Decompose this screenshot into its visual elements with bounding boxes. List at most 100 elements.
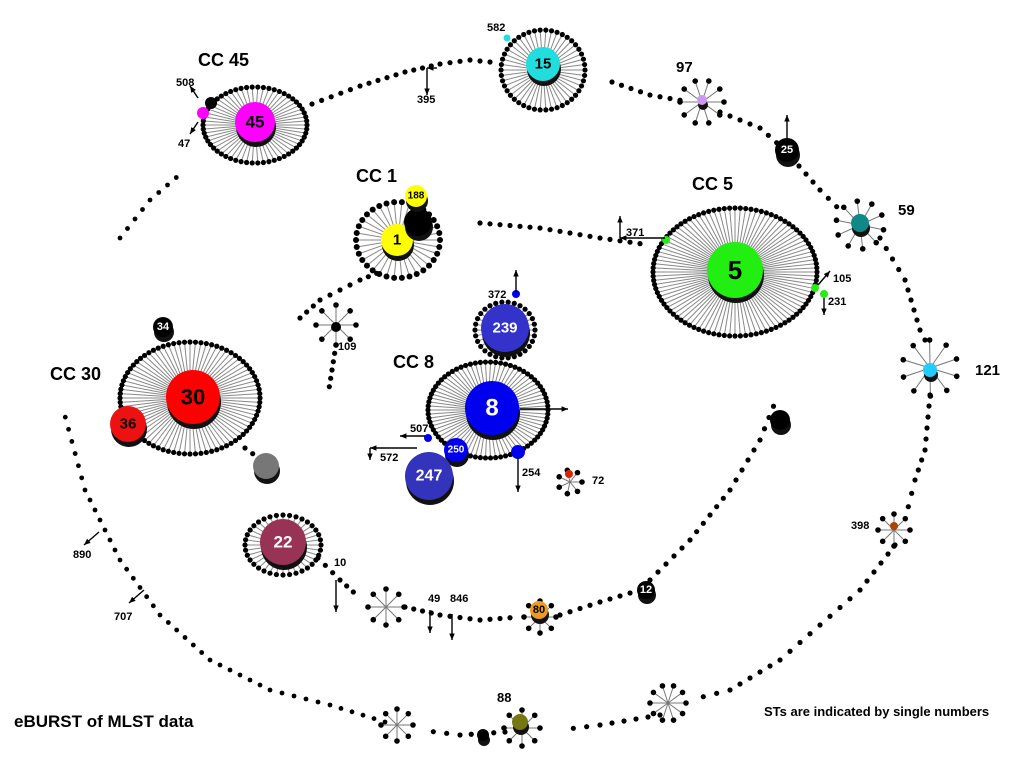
st-star-b-node bbox=[679, 689, 686, 696]
cc5-node bbox=[737, 333, 743, 339]
edge bbox=[372, 606, 387, 621]
cc45-node bbox=[281, 90, 287, 97]
cc8-node bbox=[477, 359, 483, 365]
st121-node bbox=[900, 356, 907, 363]
cc8-node bbox=[541, 391, 548, 397]
cc45-node bbox=[223, 90, 229, 97]
st239-node bbox=[531, 333, 537, 339]
cc45-node bbox=[233, 157, 239, 163]
st15-node bbox=[554, 29, 560, 35]
chain-node bbox=[227, 667, 233, 673]
cc8-node bbox=[435, 380, 441, 386]
cc5-node bbox=[786, 317, 792, 323]
cc5-node bbox=[656, 244, 662, 251]
st72-label: 72 bbox=[592, 475, 604, 487]
cc5-node bbox=[716, 332, 722, 338]
st15-node bbox=[501, 51, 508, 57]
st59-node bbox=[845, 243, 851, 249]
chain-node bbox=[375, 77, 381, 83]
chain-node bbox=[338, 90, 344, 96]
chain-node bbox=[679, 545, 685, 551]
chain-node bbox=[350, 589, 356, 595]
chain-node bbox=[747, 675, 753, 681]
chain-node bbox=[444, 730, 450, 736]
st80-node bbox=[530, 601, 548, 619]
edge bbox=[653, 692, 669, 704]
cc5-node bbox=[650, 265, 656, 271]
st395-arrow-head bbox=[424, 88, 430, 95]
st88-node bbox=[531, 712, 538, 719]
chain-node bbox=[667, 95, 673, 102]
st15-node bbox=[559, 31, 565, 38]
cc5-node bbox=[743, 332, 749, 339]
st-chain-node-medium bbox=[477, 729, 489, 741]
cc30-node bbox=[256, 386, 262, 392]
chain-node bbox=[457, 58, 463, 64]
cc1-node bbox=[430, 216, 437, 223]
st88-node bbox=[506, 737, 513, 744]
st15-node bbox=[498, 61, 504, 68]
chain-node bbox=[124, 566, 130, 572]
chain-node bbox=[360, 712, 366, 718]
cc1-node bbox=[363, 211, 370, 218]
st239-node-label: 239 bbox=[492, 320, 517, 337]
cc5-node bbox=[711, 207, 717, 213]
st8-arrow-head bbox=[561, 406, 568, 412]
cc1-node bbox=[406, 273, 413, 280]
cc1-node bbox=[437, 237, 443, 243]
st22-node bbox=[299, 568, 305, 574]
cc45-node bbox=[255, 160, 261, 166]
cc5-node bbox=[758, 330, 764, 336]
chain-node bbox=[329, 367, 335, 373]
cc5-node bbox=[716, 206, 722, 212]
cc30-node bbox=[150, 443, 157, 449]
cc1-node bbox=[383, 273, 390, 280]
st22-node-label: 22 bbox=[274, 533, 293, 552]
st121-node bbox=[953, 373, 960, 380]
st59-node bbox=[854, 198, 861, 204]
chain-node bbox=[337, 577, 343, 583]
st239-node bbox=[526, 343, 532, 350]
cc45-node bbox=[301, 110, 307, 116]
chain-node bbox=[76, 463, 81, 469]
cc8-node bbox=[427, 419, 433, 425]
chain-node bbox=[761, 426, 768, 432]
st239-node bbox=[487, 303, 493, 309]
st247-node-label: 247 bbox=[416, 468, 443, 485]
chain-node bbox=[92, 507, 98, 513]
st-star-c-node bbox=[405, 710, 412, 717]
chain-node bbox=[66, 426, 71, 432]
cc1-node bbox=[436, 243, 443, 250]
chain-node bbox=[297, 315, 303, 321]
chain-node bbox=[344, 583, 350, 589]
cc5-node bbox=[653, 252, 659, 259]
st15-node bbox=[548, 28, 555, 34]
st22-node bbox=[261, 516, 267, 522]
cc8-node bbox=[507, 362, 513, 369]
st22-node bbox=[247, 527, 253, 533]
st15-node bbox=[516, 100, 522, 106]
st-star-c-node bbox=[378, 722, 384, 728]
chain-node bbox=[637, 89, 644, 95]
st30-node bbox=[166, 370, 220, 424]
st398-node bbox=[891, 511, 897, 517]
cc5-node bbox=[651, 261, 657, 267]
chain-node bbox=[349, 709, 355, 715]
chain-node bbox=[62, 414, 68, 420]
cc8-node bbox=[532, 437, 538, 443]
st59-label: 59 bbox=[898, 202, 915, 219]
cc30-node bbox=[236, 434, 243, 441]
chain-node bbox=[912, 477, 918, 483]
cc5-node bbox=[800, 304, 806, 311]
st15-node bbox=[554, 105, 560, 111]
st15-node bbox=[499, 56, 506, 62]
chain-node bbox=[332, 350, 338, 356]
chain-node bbox=[477, 617, 483, 623]
edge bbox=[661, 702, 669, 721]
st105-node bbox=[811, 284, 819, 292]
cc1-node bbox=[434, 250, 441, 257]
st88-label: 88 bbox=[497, 690, 511, 705]
cc8-node bbox=[425, 403, 431, 409]
cc8-node bbox=[453, 366, 460, 372]
cc1-node bbox=[391, 274, 398, 281]
